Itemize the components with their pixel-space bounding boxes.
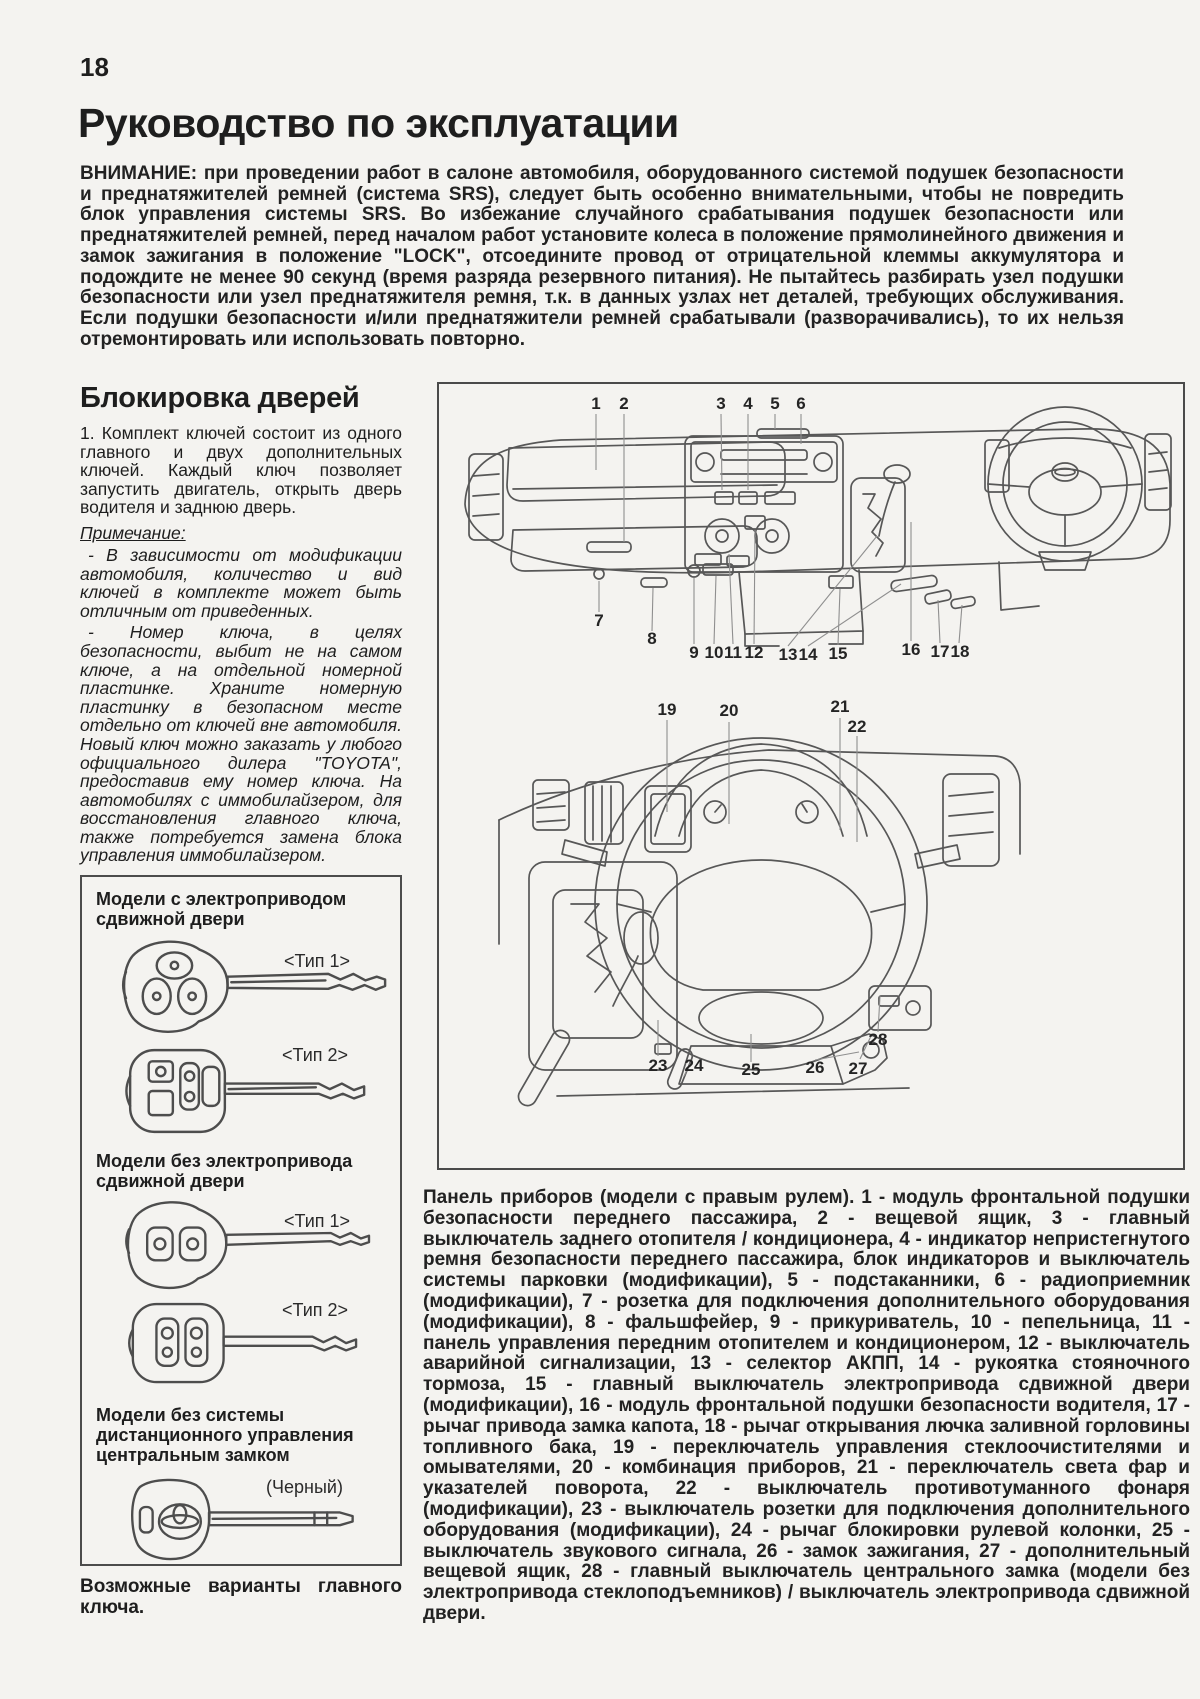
- callout-8: 8: [647, 629, 657, 648]
- key-row: <Тип 2>: [106, 1039, 390, 1139]
- callout-7: 7: [594, 611, 604, 630]
- callout-3: 3: [716, 394, 726, 413]
- callout-13: 13: [778, 645, 798, 664]
- key-type-label: <Тип 2>: [282, 1045, 349, 1066]
- key-rect-2button-drawing: [128, 1302, 358, 1384]
- key-figure-box: Модели с электроприводом сдвижной двери: [80, 875, 402, 1567]
- note-label: Примечание:: [80, 522, 186, 543]
- figure-caption: Панель приборов (модели с правым рулем).…: [423, 1187, 1190, 1624]
- callout-5: 5: [770, 394, 780, 413]
- callout-28: 28: [868, 1030, 888, 1049]
- key-group-label: Модели без электропривода сдвижной двери: [96, 1151, 353, 1192]
- key-type-label: <Тип 1>: [284, 951, 351, 972]
- key-oval-2button-drawing: [125, 1201, 371, 1290]
- note-item: - В зависимости от модификации автомобил…: [80, 544, 402, 621]
- callout-22: 22: [847, 717, 867, 736]
- callout-6: 6: [796, 394, 806, 413]
- key-row: <Тип 2>: [106, 1295, 390, 1395]
- dashboard-top-diagram: [464, 406, 1172, 647]
- callout-14: 14: [798, 645, 818, 664]
- warning-paragraph: ВНИМАНИЕ: при проведении работ в салоне …: [80, 163, 1124, 350]
- callout-11: 11: [724, 643, 742, 662]
- key-row: <Тип 1>: [106, 1193, 390, 1293]
- callout-23: 23: [648, 1056, 668, 1075]
- callout-12: 12: [744, 643, 764, 662]
- callout-21: 21: [830, 697, 850, 716]
- callout-1: 1: [591, 394, 601, 413]
- callout-15: 15: [828, 644, 848, 663]
- key-type-label: <Тип 1>: [284, 1211, 351, 1232]
- key-type-label: <Тип 2>: [282, 1300, 349, 1321]
- dashboard-diagrams-canvas: [464, 406, 1172, 1107]
- page-title: Руководство по эксплуатации: [78, 100, 679, 146]
- key-figure-caption: Возможные варианты главного ключа.: [80, 1576, 402, 1619]
- key-rect-4button-drawing: [125, 1048, 366, 1134]
- callout-2: 2: [619, 394, 629, 413]
- callout-26: 26: [805, 1058, 825, 1077]
- bottom-leader-lines: [657, 718, 881, 1077]
- callout-16: 16: [901, 640, 921, 659]
- key-plain-black-drawing: [131, 1478, 354, 1561]
- page-number: 18: [80, 52, 109, 82]
- key-group-label: Модели с электроприводом сдвижной двери: [96, 889, 347, 930]
- key-group-label: Модели без системы дистанционного управл…: [96, 1405, 354, 1466]
- callout-17: 17: [930, 642, 950, 661]
- callout-9: 9: [689, 643, 699, 662]
- key-color-label: (Черный): [266, 1477, 343, 1498]
- key-oval-3button-drawing: [121, 940, 387, 1033]
- left-column: Блокировка дверей 1. Комплект ключей сос…: [80, 382, 402, 1618]
- key-row: (Черный): [106, 1467, 390, 1564]
- callout-24: 24: [684, 1056, 704, 1075]
- callout-19: 19: [657, 700, 677, 719]
- callout-18: 18: [950, 642, 970, 661]
- key-row: <Тип 1>: [106, 931, 390, 1037]
- callout-20: 20: [719, 701, 739, 720]
- note-item: - Номер ключа, в целях безопасности, выб…: [80, 622, 402, 866]
- top-leader-lines: [595, 413, 963, 647]
- callout-4: 4: [743, 394, 753, 413]
- cockpit-bottom-diagram: [498, 737, 1021, 1107]
- dashboard-figure: 1 2 3 4 5 6 7 8 9 10 11 12 13 14 15 16 1…: [437, 382, 1185, 1170]
- callout-10: 10: [704, 643, 724, 662]
- callout-25: 25: [741, 1060, 761, 1079]
- callout-27: 27: [848, 1059, 868, 1078]
- section-heading: Блокировка дверей: [80, 382, 360, 414]
- intro-paragraph: 1. Комплект ключей состоит из одного гла…: [80, 423, 402, 518]
